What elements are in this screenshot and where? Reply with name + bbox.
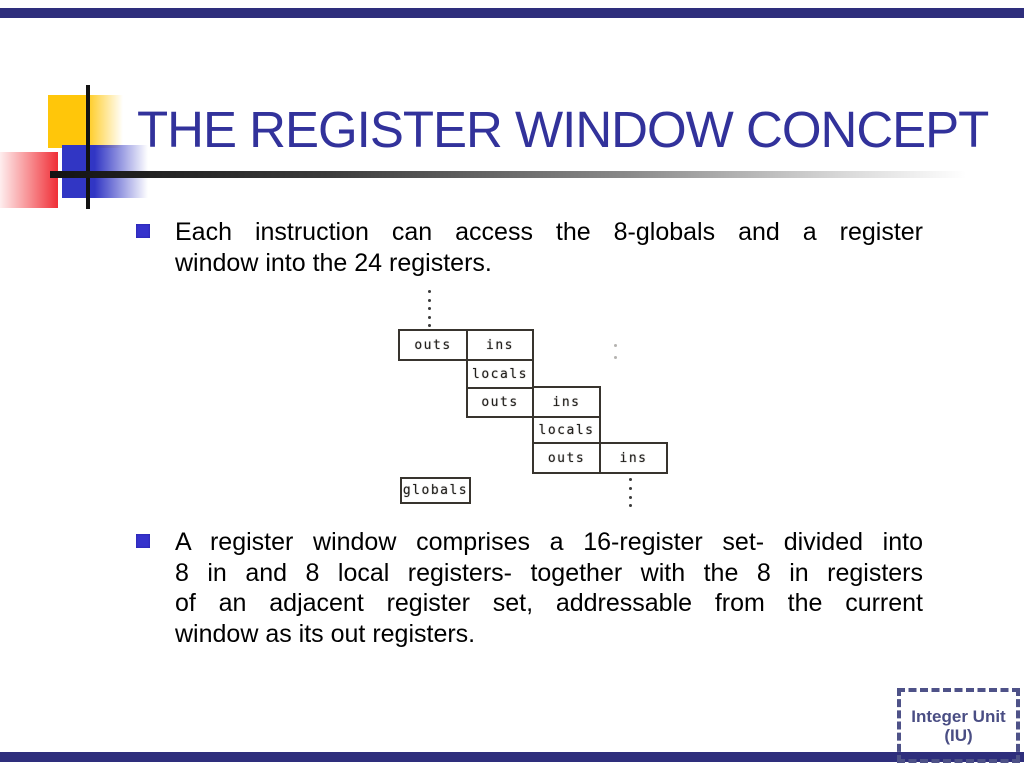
diagram-box-label: locals xyxy=(472,366,528,382)
integer-unit-box: Integer Unit (IU) xyxy=(897,688,1020,763)
diagram-box-label: outs xyxy=(414,337,452,353)
bullet-text-2: A register window comprises a 16-registe… xyxy=(175,527,923,649)
bullet-1-line-2: window into the 24 registers. xyxy=(175,249,492,277)
diagram-box-ins: ins xyxy=(532,386,601,418)
diagram-box-globals: globals xyxy=(400,477,471,504)
bullet-2-line-1: A register window comprises a 16-registe… xyxy=(175,528,923,556)
dotted-line-dot xyxy=(614,344,617,347)
bullet-2-line-4: window as its out registers. xyxy=(175,619,476,648)
diagram-box-ins: ins xyxy=(599,442,668,474)
diagram-box-label: ins xyxy=(486,337,514,353)
dotted-line-dot xyxy=(428,316,431,319)
title-underline-rule xyxy=(50,171,985,178)
bullet-2-line-3: of an adjacent register set, addressable… xyxy=(175,589,923,617)
bullet-text-1: Each instruction can access the 8-global… xyxy=(175,217,923,279)
diagram-box-label: outs xyxy=(481,395,519,410)
diagram-box-outs: outs xyxy=(466,387,534,418)
diagram-box-label: locals xyxy=(538,422,595,438)
bullet-square-icon xyxy=(136,534,150,548)
dotted-line-dot xyxy=(629,504,632,507)
bottom-border-bar xyxy=(0,752,1024,762)
top-border-bar xyxy=(0,8,1024,18)
dotted-line-dot xyxy=(428,324,431,327)
diagram-box-locals: locals xyxy=(532,416,601,444)
dotted-line-dot xyxy=(629,496,632,499)
diagram-box-locals: locals xyxy=(466,359,534,389)
integer-unit-abbrev: (IU) xyxy=(944,725,973,745)
dotted-line-dot xyxy=(428,307,431,310)
diagram-box-outs: outs xyxy=(532,442,601,474)
diagram-box-label: ins xyxy=(619,450,648,466)
integer-unit-label: Integer Unit xyxy=(911,706,1006,726)
diagram-box-label: ins xyxy=(552,394,581,410)
decor-yellow-square xyxy=(48,95,123,148)
dotted-line-dot xyxy=(428,299,431,302)
decor-vertical-line xyxy=(86,85,90,209)
bullet-2-line-2: 8 in and 8 local registers- together wit… xyxy=(175,558,923,587)
diagram-box-outs: outs xyxy=(398,329,468,361)
bullet-1-line-1: Each instruction can access the 8-global… xyxy=(175,218,923,246)
decor-red-gradient xyxy=(0,152,58,208)
dotted-line-dot xyxy=(614,356,617,359)
page-title: THE REGISTER WINDOW CONCEPT xyxy=(137,101,989,158)
dotted-line-dot xyxy=(629,487,632,490)
diagram-box-label: outs xyxy=(547,450,586,466)
bullet-square-icon xyxy=(136,224,150,238)
dotted-line-dot xyxy=(428,290,431,293)
dotted-line-dot xyxy=(629,478,632,481)
diagram-box-label: globals xyxy=(402,483,469,498)
diagram-box-ins: ins xyxy=(466,329,534,361)
